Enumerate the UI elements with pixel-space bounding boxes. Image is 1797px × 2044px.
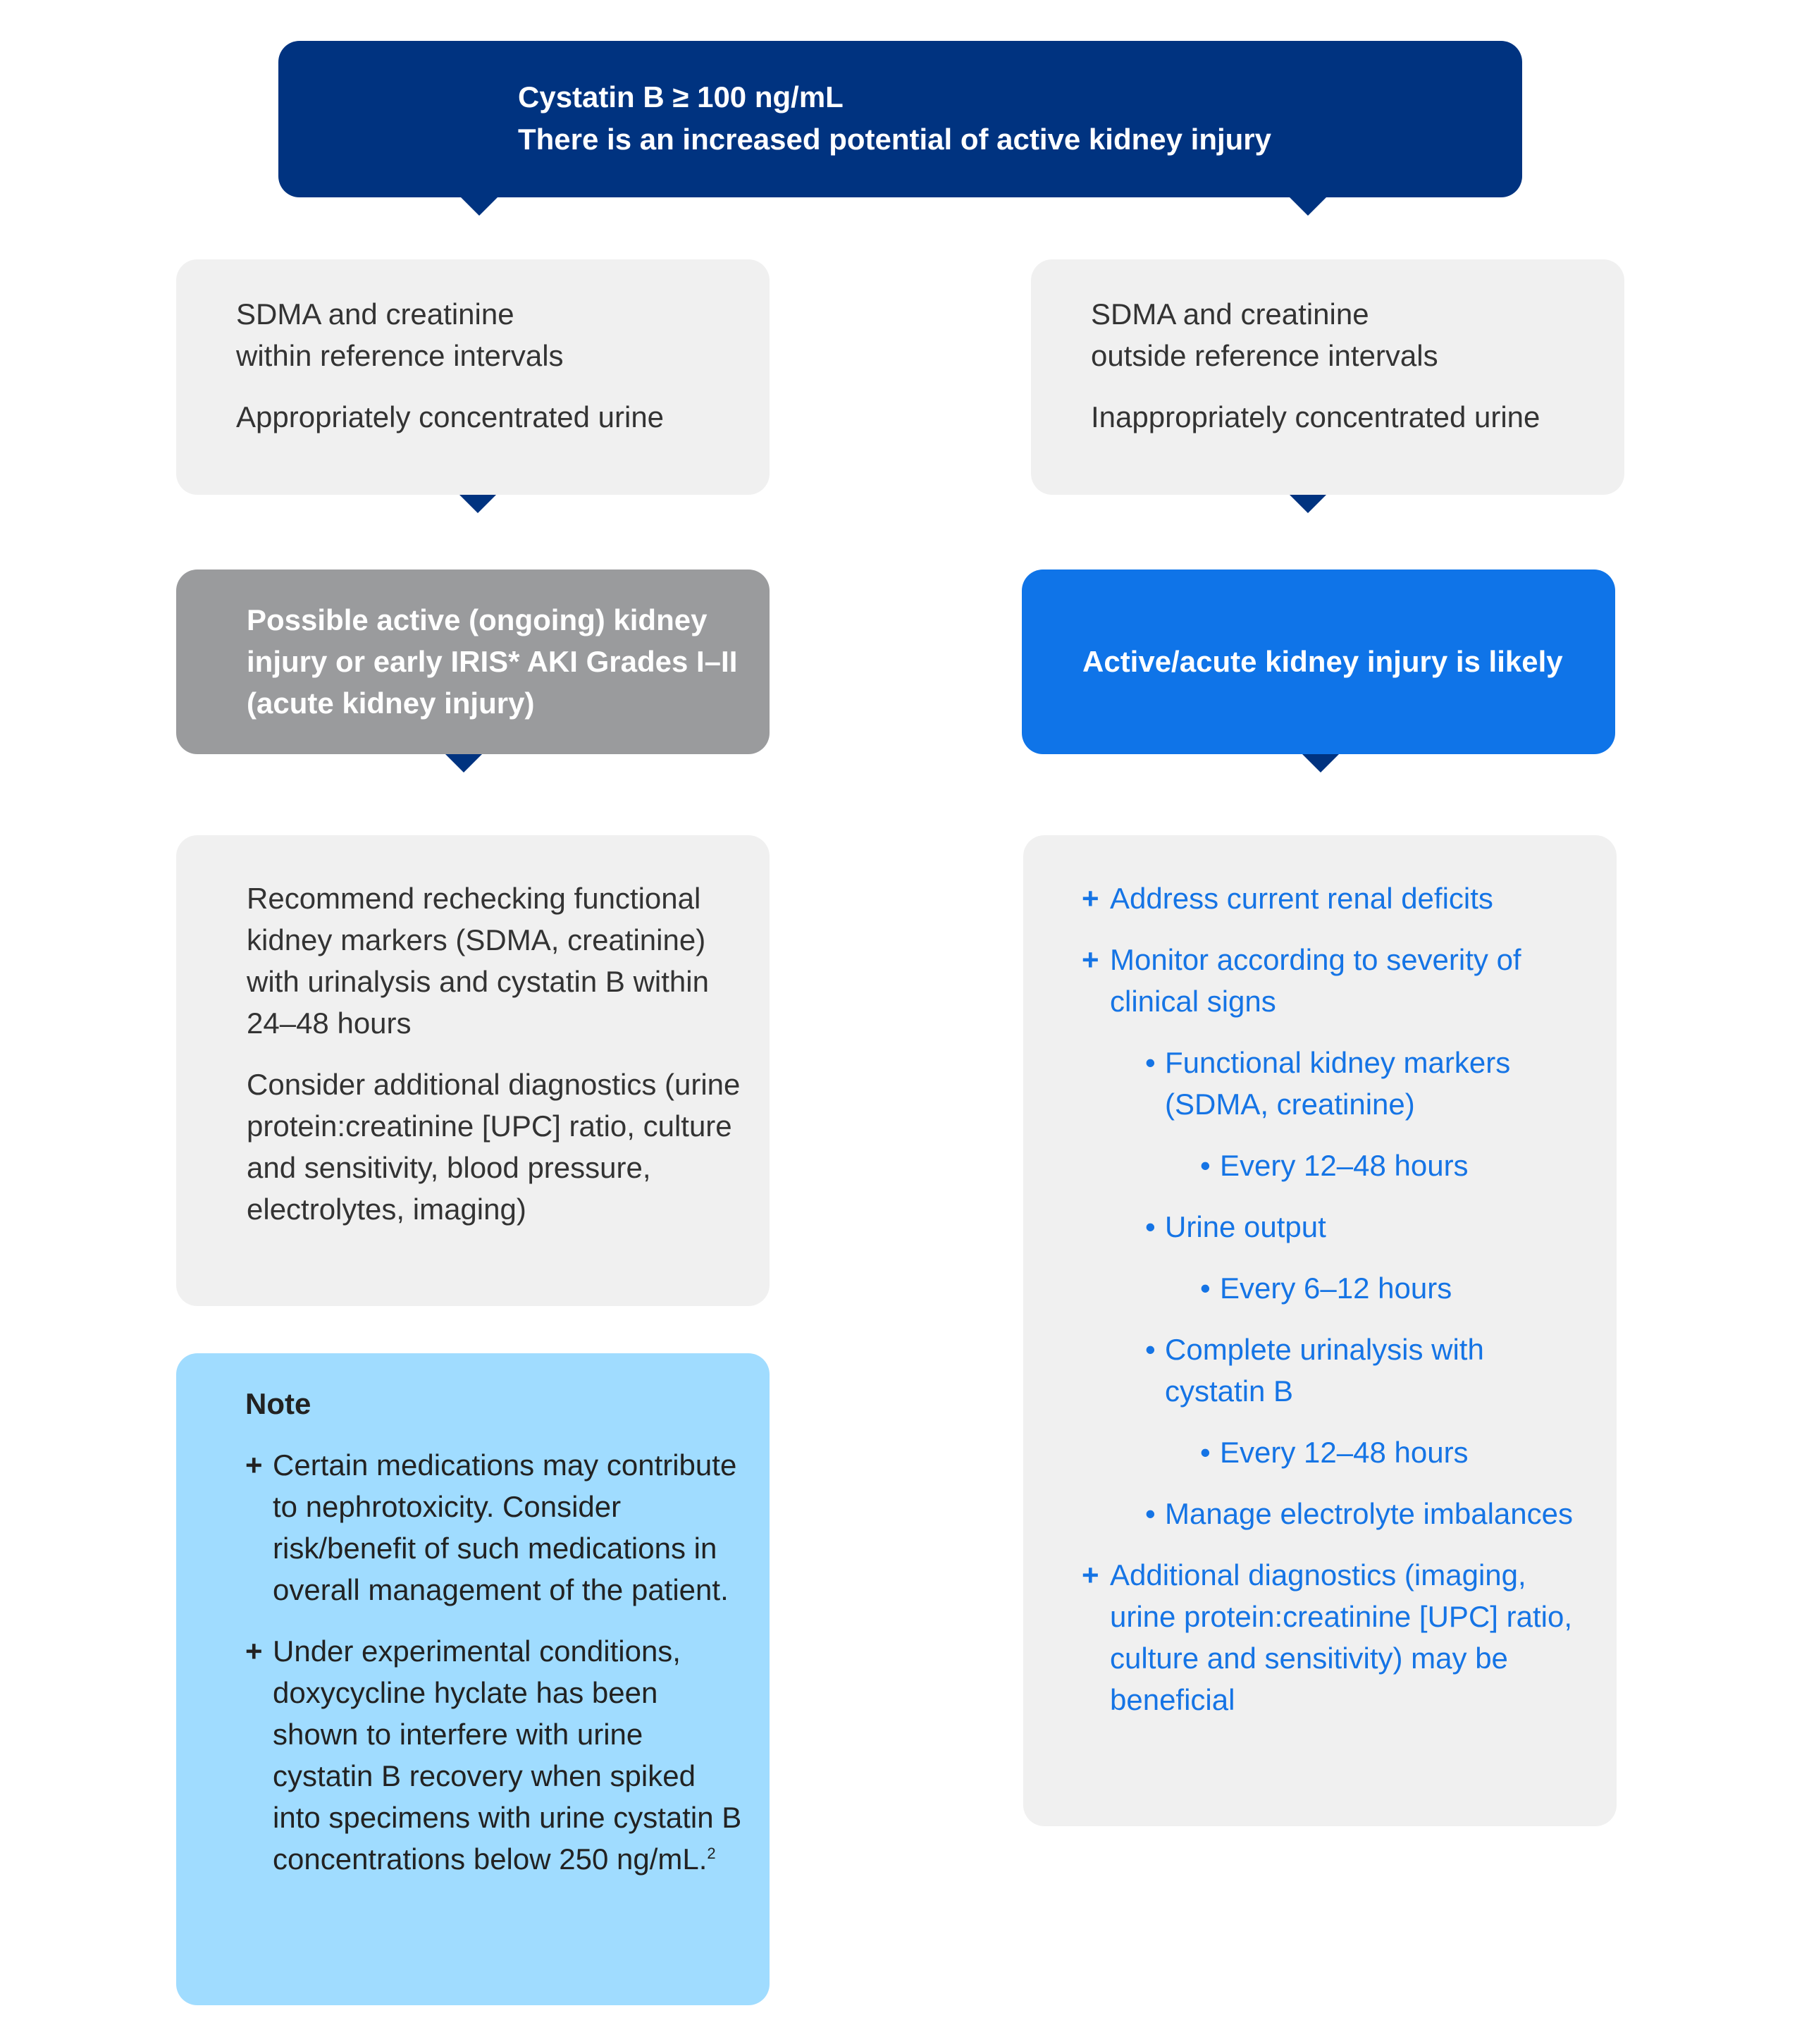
bullet-icon: • bbox=[1200, 1436, 1211, 1469]
functional-markers-frequency: • Every 12–48 hours bbox=[1200, 1145, 1589, 1186]
frequency-text: Every 12–48 hours bbox=[1220, 1436, 1469, 1469]
plus-icon: + bbox=[245, 1448, 263, 1482]
bullet-icon: • bbox=[1145, 1497, 1156, 1530]
recommendation-recheck-text: Recommend rechecking functional kidney m… bbox=[247, 882, 709, 1040]
monitor-urine-output: • Urine output bbox=[1145, 1206, 1589, 1248]
bullet-icon: • bbox=[1145, 1333, 1156, 1366]
plus-icon: + bbox=[1082, 882, 1099, 915]
right-condition-line-3: Inappropriately concentrated urine bbox=[1091, 400, 1540, 433]
left-condition-connector bbox=[459, 495, 496, 513]
left-recommendation-box: Recommend rechecking functional kidney m… bbox=[176, 835, 770, 1306]
monitor-text: Functional kidney markers (SDMA, creatin… bbox=[1165, 1046, 1511, 1121]
monitor-text: Manage electrolyte imbalances bbox=[1165, 1497, 1573, 1530]
action-additional-diagnostics: + Additional diagnostics (imaging, urine… bbox=[1082, 1554, 1589, 1720]
right-actions-box: + Address current renal deficits + Monit… bbox=[1023, 835, 1617, 1826]
frequency-text: Every 12–48 hours bbox=[1220, 1149, 1469, 1182]
right-condition-connector bbox=[1290, 495, 1326, 513]
bullet-icon: • bbox=[1145, 1046, 1156, 1079]
left-outcome-box: Possible active (ongoing) kidney injury … bbox=[176, 570, 770, 754]
left-condition-line-3: Appropriately concentrated urine bbox=[236, 400, 665, 433]
action-text: Monitor according to severity of clinica… bbox=[1110, 943, 1521, 1018]
header-box: Cystatin B ≥ 100 ng/mL There is an incre… bbox=[278, 41, 1522, 197]
header-text: Cystatin B ≥ 100 ng/mL There is an incre… bbox=[518, 76, 1271, 161]
left-condition-line-1: SDMA and creatinine bbox=[236, 297, 514, 331]
monitor-functional-markers: • Functional kidney markers (SDMA, creat… bbox=[1145, 1042, 1589, 1125]
monitor-text: Complete urinalysis with cystatin B bbox=[1165, 1333, 1484, 1408]
action-text: Additional diagnostics (imaging, urine p… bbox=[1110, 1558, 1572, 1716]
note-box: Note + Certain medications may contribut… bbox=[176, 1353, 770, 2005]
bullet-icon: • bbox=[1200, 1149, 1211, 1182]
left-outcome-connector bbox=[445, 754, 482, 772]
action-text: Address current renal deficits bbox=[1110, 882, 1493, 915]
frequency-text: Every 6–12 hours bbox=[1220, 1272, 1452, 1305]
note-item-doxycycline: + Under experimental conditions, doxycyc… bbox=[245, 1630, 746, 1880]
right-condition-box: SDMA and creatinine outside reference in… bbox=[1031, 259, 1624, 495]
right-condition-line-1: SDMA and creatinine bbox=[1091, 297, 1369, 331]
header-line-1: Cystatin B ≥ 100 ng/mL bbox=[518, 80, 844, 113]
monitor-text: Urine output bbox=[1165, 1210, 1326, 1243]
note-title: Note bbox=[245, 1387, 311, 1420]
right-outcome-box: Active/acute kidney injury is likely bbox=[1022, 570, 1615, 754]
urine-output-frequency: • Every 6–12 hours bbox=[1200, 1267, 1589, 1309]
header-right-connector bbox=[1290, 197, 1326, 216]
plus-icon: + bbox=[245, 1634, 263, 1668]
bullet-icon: • bbox=[1200, 1272, 1211, 1305]
plus-icon: + bbox=[1082, 943, 1099, 976]
action-monitor: + Monitor according to severity of clini… bbox=[1082, 939, 1589, 1022]
urinalysis-frequency: • Every 12–48 hours bbox=[1200, 1432, 1589, 1473]
left-condition-line-2: within reference intervals bbox=[236, 339, 564, 372]
note-item-text: Under experimental conditions, doxycycli… bbox=[273, 1634, 742, 1876]
left-condition-box: SDMA and creatinine within reference int… bbox=[176, 259, 770, 495]
header-line-2: There is an increased potential of activ… bbox=[518, 123, 1272, 156]
right-condition-line-2: outside reference intervals bbox=[1091, 339, 1438, 372]
monitor-urinalysis: • Complete urinalysis with cystatin B bbox=[1145, 1329, 1589, 1412]
reference-superscript: 2 bbox=[707, 1845, 716, 1862]
right-outcome-connector bbox=[1302, 754, 1339, 772]
left-outcome-text: Possible active (ongoing) kidney injury … bbox=[247, 603, 738, 720]
right-outcome-text: Active/acute kidney injury is likely bbox=[1082, 645, 1563, 678]
action-address-deficits: + Address current renal deficits bbox=[1082, 878, 1589, 919]
bullet-icon: • bbox=[1145, 1210, 1156, 1243]
note-item-text: Certain medications may contribute to ne… bbox=[273, 1448, 737, 1606]
plus-icon: + bbox=[1082, 1558, 1099, 1592]
note-item-medications: + Certain medications may contribute to … bbox=[245, 1444, 746, 1611]
header-left-connector bbox=[461, 197, 498, 216]
recommendation-diagnostics-text: Consider additional diagnostics (urine p… bbox=[247, 1068, 741, 1226]
monitor-electrolytes: • Manage electrolyte imbalances bbox=[1145, 1493, 1589, 1534]
